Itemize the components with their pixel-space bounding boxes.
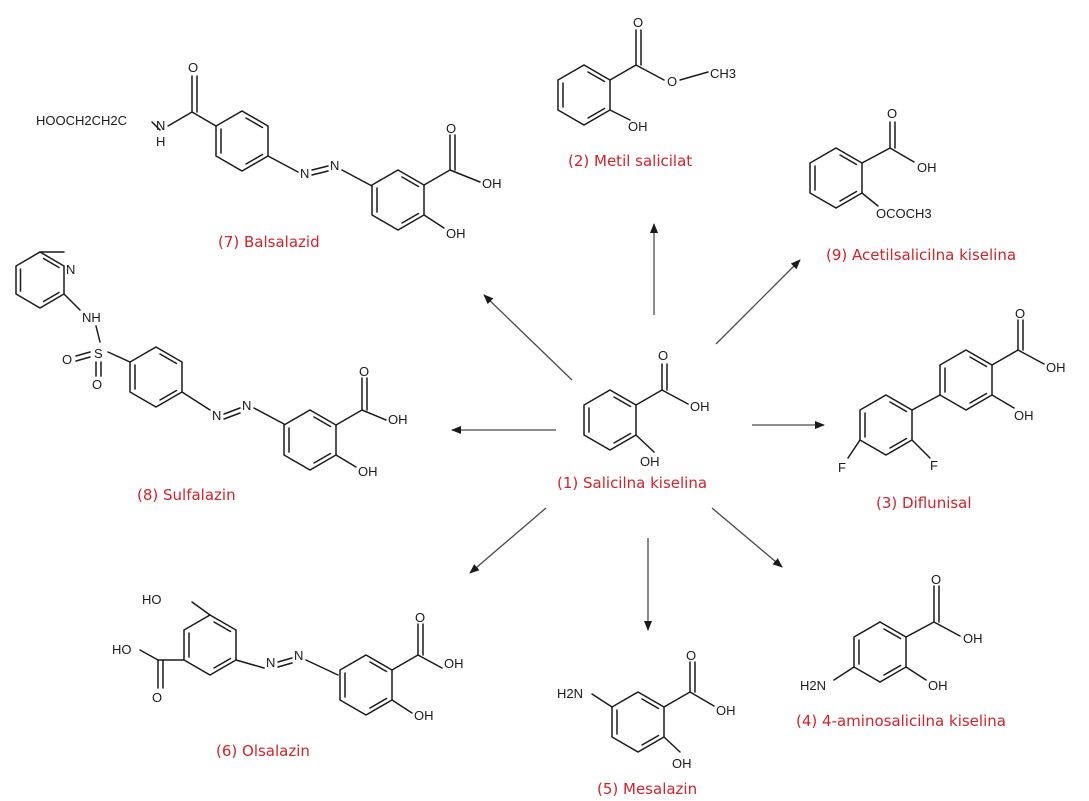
atom-o: O bbox=[359, 364, 369, 379]
atom-o: O bbox=[931, 572, 941, 587]
atom-ho: HO bbox=[112, 642, 132, 657]
compound-3-diflunisal: O OH OH F F (3) Diflunisal bbox=[838, 306, 1066, 512]
atom-oh: OH bbox=[928, 678, 948, 693]
atom-n: N bbox=[266, 655, 275, 670]
atom-oh: OH bbox=[963, 631, 983, 646]
atom-o: O bbox=[152, 690, 162, 705]
reaction-arrows bbox=[451, 223, 825, 631]
atom-f: F bbox=[838, 460, 846, 475]
atom-oh: OH bbox=[358, 464, 378, 479]
compound-5-mesalazine: O OH OH H2N (5) Mesalazin bbox=[557, 648, 736, 798]
atom-oh: OH bbox=[388, 412, 408, 427]
atom-n: N bbox=[330, 158, 339, 173]
atom-oh: OH bbox=[628, 119, 648, 134]
atom-h: H bbox=[156, 134, 165, 149]
compound-6-olsalazine: HO O HO N N O OH OH (6) Olsalazin bbox=[112, 592, 464, 760]
compound-label-3: (3) Diflunisal bbox=[876, 494, 972, 512]
atom-n: N bbox=[242, 398, 251, 413]
atom-o: O bbox=[887, 106, 897, 121]
atom-f: F bbox=[930, 458, 938, 473]
atom-o: O bbox=[633, 15, 643, 30]
atom-oh: OH bbox=[690, 399, 710, 414]
compound-2-methyl-salicylate: O O CH3 OH (2) Metil salicilat bbox=[557, 15, 736, 170]
atom-ho: HO bbox=[142, 592, 162, 607]
atom-o: O bbox=[415, 610, 425, 625]
compound-7-balsalazide: HOOCH2CH2C N H O N N O OH OH (7) Balsala… bbox=[36, 60, 502, 251]
atom-n: N bbox=[156, 118, 165, 133]
atom-oh: OH bbox=[917, 160, 937, 175]
arrow-to-9 bbox=[715, 259, 801, 345]
atom-oh: OH bbox=[414, 708, 434, 723]
atom-oh: OH bbox=[640, 454, 660, 469]
atom-oh: OH bbox=[444, 656, 464, 671]
atom-oh: OH bbox=[482, 176, 502, 191]
atom-ococh3: OCOCH3 bbox=[876, 206, 932, 221]
atom-h2n: H2N bbox=[557, 686, 583, 701]
atom-o: O bbox=[92, 377, 102, 392]
atom-h2n: H2N bbox=[800, 678, 826, 693]
compound-label-1: (1) Salicilna kiselina bbox=[557, 474, 707, 492]
compound-9-acetylsalicylic-acid: O OH OCOCH3 (9) Acetilsalicilna kiselina bbox=[809, 106, 1016, 264]
atom-n: N bbox=[300, 166, 309, 181]
atom-nh: NH bbox=[82, 310, 101, 325]
atom-o: O bbox=[446, 121, 456, 136]
atom-oh: OH bbox=[716, 703, 736, 718]
atom-o: O bbox=[188, 60, 198, 75]
atom-oh: OH bbox=[672, 756, 692, 771]
atom-o: O bbox=[1015, 306, 1025, 321]
arrow-to-4 bbox=[711, 507, 783, 568]
arrow-to-6 bbox=[469, 507, 547, 574]
atom-ch3: CH3 bbox=[710, 66, 736, 81]
atom-n: N bbox=[66, 262, 75, 277]
atom-o: O bbox=[667, 74, 677, 89]
compound-label-9: (9) Acetilsalicilna kiselina bbox=[826, 246, 1016, 264]
compound-label-2: (2) Metil salicilat bbox=[568, 152, 692, 170]
atom-n: N bbox=[212, 408, 221, 423]
arrow-to-7 bbox=[483, 294, 573, 381]
compound-4-aminosalicylic-acid: O OH OH H2N (4) 4-aminosalicilna kiselin… bbox=[796, 572, 1006, 730]
atom-o: O bbox=[62, 352, 72, 367]
compound-label-8: (8) Sulfalazin bbox=[137, 486, 236, 504]
atom-hoocch2ch2c: HOOCH2CH2C bbox=[36, 113, 127, 128]
atom-oh: OH bbox=[1014, 408, 1034, 423]
compound-label-7: (7) Balsalazid bbox=[218, 233, 320, 251]
compound-label-5: (5) Mesalazin bbox=[597, 780, 697, 798]
compound-label-6: (6) Olsalazin bbox=[216, 742, 310, 760]
compound-8-sulfasalazine: N NH S O O N N O OH OH (8) Sulfalazin bbox=[15, 251, 408, 504]
atom-n: N bbox=[294, 648, 303, 663]
compound-label-4: (4) 4-aminosalicilna kiselina bbox=[796, 712, 1006, 730]
compound-1-salicylic-acid: O OH OH (1) Salicilna kiselina bbox=[557, 348, 710, 492]
atom-o: O bbox=[686, 648, 696, 663]
atom-oh: OH bbox=[1046, 360, 1066, 375]
atom-s: S bbox=[94, 346, 103, 361]
atom-oh: OH bbox=[446, 226, 466, 241]
atom-o: O bbox=[658, 348, 668, 363]
